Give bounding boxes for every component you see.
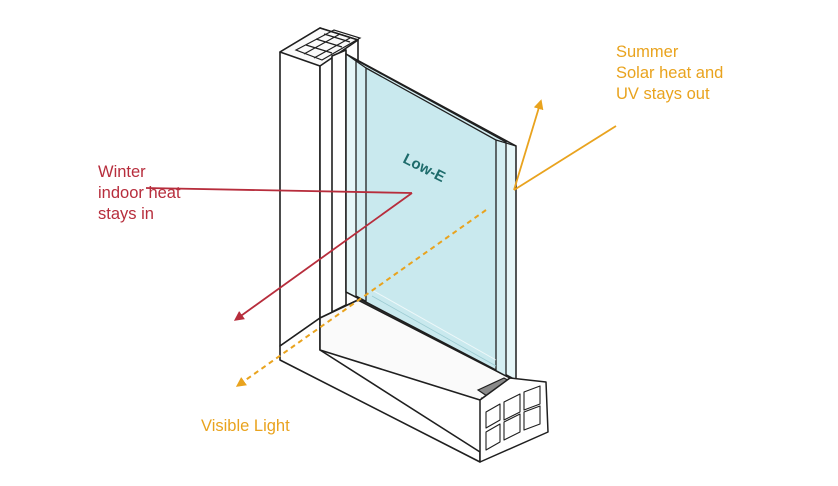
glass-panes [345,52,517,382]
visible-light-label: Visible Light [201,417,290,435]
summer-label-line-3: UV stays out [616,85,710,103]
inner-glass-pane [365,66,497,372]
winter-heat-arrow [145,187,413,321]
winter-label-line-1: Winter [98,163,146,181]
summer-label: Summer Solar heat and UV stays out [616,42,723,105]
summer-label-line-2: Solar heat and [616,64,724,82]
winter-label-line-2: indoor heat [98,184,181,202]
summer-solar-arrow [513,99,617,191]
winter-label: Winter indoor heat stays in [98,162,181,225]
frame-top-chambers [294,29,362,61]
summer-label-line-1: Summer [616,43,679,61]
winter-label-line-3: stays in [98,205,154,223]
frame-bottom-chambers [479,377,549,463]
